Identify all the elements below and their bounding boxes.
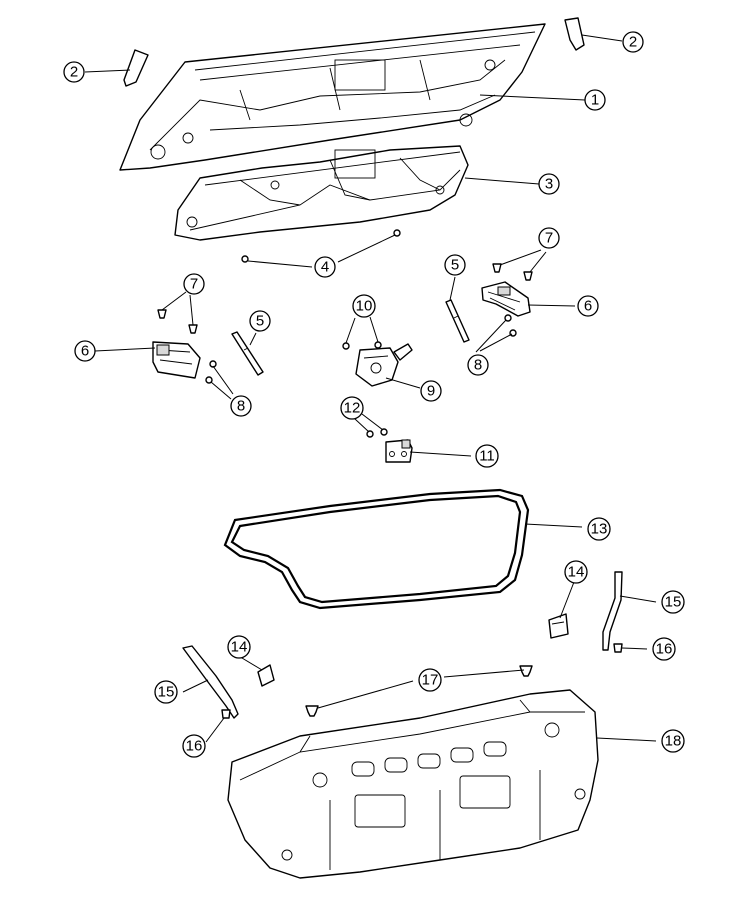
svg-text:14: 14 xyxy=(231,639,248,656)
svg-text:12: 12 xyxy=(344,400,361,417)
svg-text:5: 5 xyxy=(451,257,459,274)
callout-2-right: 2 xyxy=(622,31,644,53)
weatherstrip-seal-part xyxy=(223,488,530,610)
callout-5-right: 5 xyxy=(444,254,466,276)
bolt-7-left-part xyxy=(157,309,198,334)
callout-8-right: 8 xyxy=(467,354,489,376)
callout-13: 13 xyxy=(587,517,611,541)
callout-7-right: 7 xyxy=(538,227,560,249)
clip-right-part xyxy=(613,643,623,653)
svg-text:3: 3 xyxy=(545,176,553,193)
svg-text:6: 6 xyxy=(81,343,89,360)
strut-right-part xyxy=(445,299,470,343)
svg-text:15: 15 xyxy=(158,684,175,701)
bracket-left-part xyxy=(182,645,239,719)
svg-text:10: 10 xyxy=(356,298,373,315)
bracket-right-part xyxy=(602,571,623,651)
svg-text:2: 2 xyxy=(629,34,637,51)
callout-14-left: 14 xyxy=(227,635,251,659)
svg-text:1: 1 xyxy=(591,92,599,109)
callout-10: 10 xyxy=(352,294,376,318)
hinge-left-part xyxy=(152,341,201,379)
callout-16-right: 16 xyxy=(652,637,676,661)
svg-text:2: 2 xyxy=(70,64,78,81)
svg-text:8: 8 xyxy=(237,398,245,415)
striker-part xyxy=(385,439,413,463)
svg-text:17: 17 xyxy=(422,672,439,689)
svg-text:5: 5 xyxy=(256,313,264,330)
trim-cap-right-part xyxy=(564,17,585,51)
latch-part xyxy=(355,343,413,387)
callout-4: 4 xyxy=(314,256,336,278)
deck-lid-part xyxy=(119,23,546,171)
leader-lines xyxy=(84,34,657,743)
trim-cap-left-part xyxy=(123,49,149,87)
callout-17: 17 xyxy=(418,668,442,692)
bolt-12-part xyxy=(366,428,388,438)
svg-text:8: 8 xyxy=(474,357,482,374)
callout-2-left: 2 xyxy=(63,61,85,83)
callout-15-left: 15 xyxy=(154,680,178,704)
svg-text:11: 11 xyxy=(479,448,495,465)
callout-7-left: 7 xyxy=(183,273,205,295)
svg-text:14: 14 xyxy=(568,564,585,581)
svg-text:7: 7 xyxy=(190,276,198,293)
clip-left-part xyxy=(221,709,231,719)
callout-18: 18 xyxy=(661,729,685,753)
callout-16-left: 16 xyxy=(182,734,206,758)
callout-12: 12 xyxy=(340,396,364,420)
svg-text:15: 15 xyxy=(665,594,682,611)
svg-text:16: 16 xyxy=(186,738,203,755)
callout-9: 9 xyxy=(420,380,442,402)
callout-8-left: 8 xyxy=(230,395,252,417)
strut-left-part xyxy=(231,331,264,376)
bumper-right-part xyxy=(548,613,569,639)
svg-text:13: 13 xyxy=(591,521,608,538)
callout-14-right: 14 xyxy=(564,560,588,584)
bolt-7-right-part xyxy=(492,263,533,281)
callout-6-left: 6 xyxy=(74,340,96,362)
svg-text:4: 4 xyxy=(321,259,329,276)
callout-5-left: 5 xyxy=(249,310,271,332)
bumper-left-part xyxy=(257,664,275,687)
callout-3: 3 xyxy=(538,173,560,195)
callout-11: 11 xyxy=(475,444,499,468)
callout-15-right: 15 xyxy=(661,590,685,614)
svg-text:18: 18 xyxy=(665,733,682,750)
stud-part xyxy=(241,229,401,263)
svg-text:6: 6 xyxy=(584,298,592,315)
push-pin-part xyxy=(305,665,533,717)
bolt-8-left-part xyxy=(205,360,217,384)
deck-lid-trim-panel-part xyxy=(174,145,469,241)
svg-text:16: 16 xyxy=(656,641,673,658)
bolt-8-right-part xyxy=(504,314,517,337)
hinge-right-part xyxy=(481,281,531,317)
callout-6-right: 6 xyxy=(577,295,599,317)
callout-1: 1 xyxy=(584,89,606,111)
svg-text:9: 9 xyxy=(427,383,435,400)
bolt-10-part xyxy=(342,341,382,350)
svg-text:7: 7 xyxy=(545,230,553,247)
rear-closure-panel-part xyxy=(227,689,599,879)
